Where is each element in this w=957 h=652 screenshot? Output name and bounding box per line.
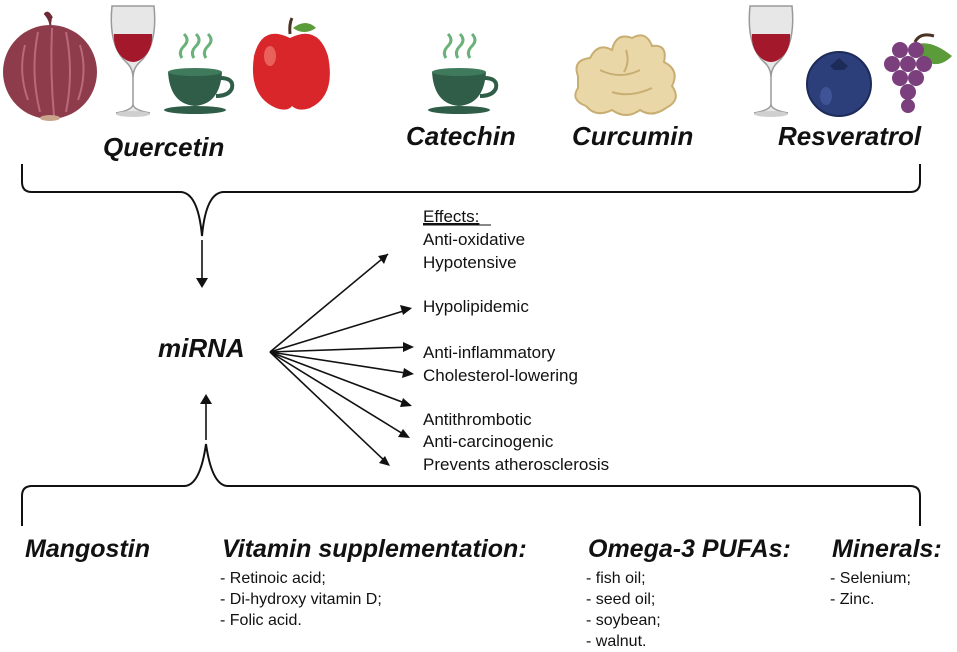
blueberry-icon bbox=[806, 51, 872, 117]
green-tea-cup-icon bbox=[428, 32, 499, 114]
effect-item: Prevents atherosclerosis bbox=[423, 455, 609, 474]
compound-label-quercetin: Quercetin bbox=[103, 132, 224, 162]
group-title-omega: Omega-3 PUFAs: bbox=[588, 535, 791, 563]
red-wine-glass-icon bbox=[110, 5, 156, 117]
mirna-label: miRNA bbox=[158, 333, 245, 363]
effect-item: Anti-inflammatory bbox=[423, 343, 556, 362]
vitamin-item: - Di-hydroxy vitamin D; bbox=[220, 591, 382, 608]
effects-arrows bbox=[269, 253, 414, 466]
effects-heading: Effects: bbox=[423, 207, 479, 226]
effect-item: Cholesterol-lowering bbox=[423, 366, 578, 385]
mineral-item: - Selenium; bbox=[830, 570, 911, 587]
omega-item: - seed oil; bbox=[586, 591, 655, 608]
effect-item: Hypotensive bbox=[423, 253, 517, 272]
omega-item: - soybean; bbox=[586, 612, 661, 629]
effect-item: Anti-carcinogenic bbox=[423, 432, 554, 451]
red-onion-icon bbox=[3, 11, 97, 121]
bottom-brace bbox=[21, 443, 921, 526]
green-tea-cup-icon bbox=[164, 32, 235, 114]
group-title-mangostin: Mangostin bbox=[25, 535, 150, 563]
mineral-item: - Zinc. bbox=[830, 591, 874, 608]
arrow-down-to-mirna bbox=[196, 240, 208, 288]
group-title-vitamin: Vitamin supplementation: bbox=[222, 535, 527, 563]
grapes-icon bbox=[884, 33, 952, 113]
compound-label-resveratrol: Resveratrol bbox=[778, 121, 922, 151]
group-title-minerals: Minerals: bbox=[832, 535, 942, 563]
vitamin-item: - Retinoic acid; bbox=[220, 570, 326, 587]
red-wine-glass-icon bbox=[748, 5, 794, 117]
vitamin-item: - Folic acid. bbox=[220, 612, 302, 629]
omega-item: - walnut. bbox=[586, 633, 646, 650]
effect-item: Antithrombotic bbox=[423, 410, 532, 429]
red-apple-icon bbox=[252, 17, 330, 110]
compound-label-catechin: Catechin bbox=[406, 121, 516, 151]
arrow-up-to-mirna bbox=[200, 394, 212, 440]
ginger-root-icon bbox=[574, 34, 677, 116]
effect-item: Anti-oxidative bbox=[423, 230, 525, 249]
compound-label-curcumin: Curcumin bbox=[572, 121, 693, 151]
effect-item: Hypolipidemic bbox=[423, 297, 529, 316]
omega-item: - fish oil; bbox=[586, 570, 646, 587]
top-brace bbox=[21, 164, 921, 237]
